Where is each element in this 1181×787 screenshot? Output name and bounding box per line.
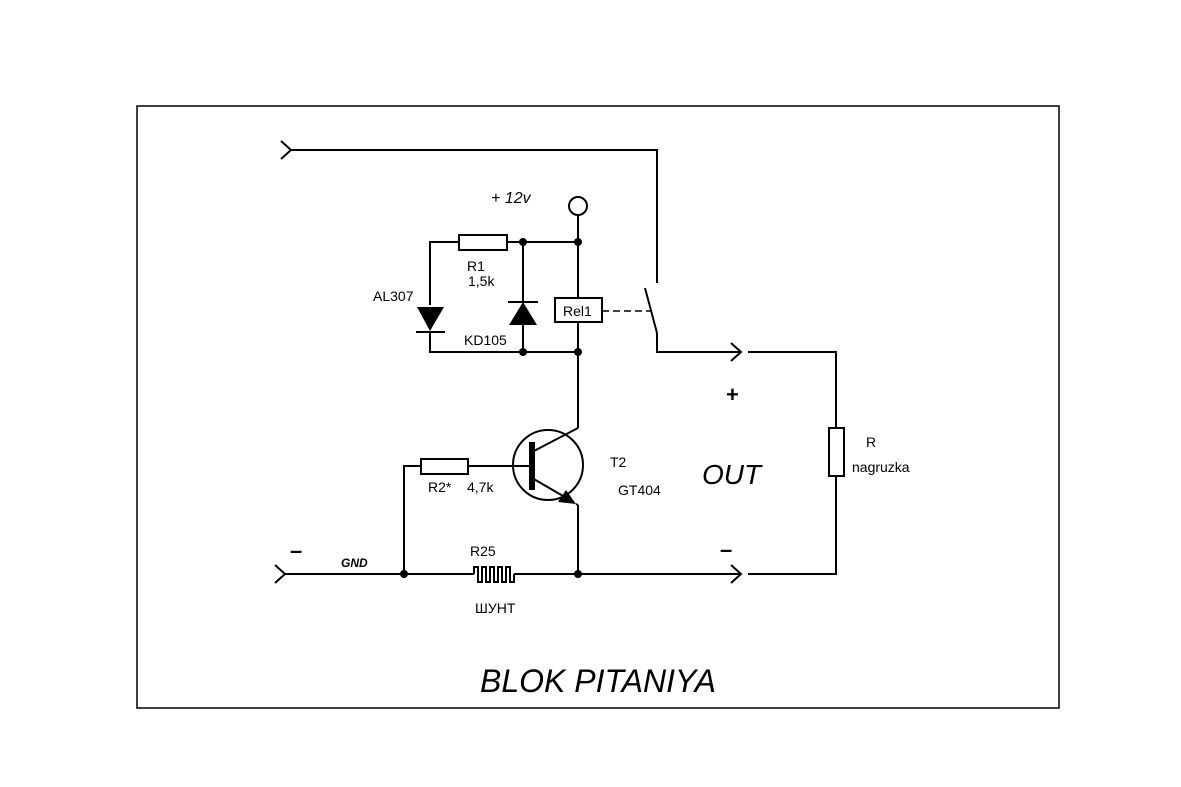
ground-line — [274, 564, 743, 584]
transistor-model: GT404 — [618, 482, 661, 498]
r2-resistor — [420, 458, 469, 475]
load-resistor — [748, 351, 845, 575]
transistor-name: T2 — [610, 454, 627, 470]
relay-name: Rel1 — [563, 303, 592, 319]
frame-border — [136, 105, 1060, 709]
top-input-wire — [280, 140, 658, 283]
relay-switch — [644, 287, 743, 362]
transistor-t2 — [512, 427, 584, 574]
r25-name: R25 — [470, 543, 496, 559]
r2-name: R2* — [428, 479, 452, 495]
diagram-title: BLOK PITANIYA — [480, 663, 716, 699]
gnd-label: GND — [341, 556, 368, 570]
supply-terminal — [568, 196, 588, 298]
out-label: OUT — [702, 459, 763, 490]
led-name: AL307 — [373, 288, 414, 304]
r25-value: ШУНТ — [475, 600, 516, 616]
plus-out-sign: + — [726, 382, 739, 407]
minus-out-sign: – — [720, 537, 732, 562]
load-name: R — [866, 434, 876, 450]
led-diode — [416, 307, 578, 353]
kd105-diode — [508, 242, 582, 356]
minus-in-sign: – — [290, 538, 302, 563]
r2-value: 4,7k — [467, 479, 494, 495]
r2-branch — [403, 458, 532, 574]
load-value: nagruzka — [852, 459, 910, 475]
supply-label: + 12v — [491, 190, 532, 207]
r1-name: R1 — [467, 258, 485, 274]
relay-coil — [554, 297, 651, 352]
r1-resistor — [458, 234, 508, 251]
r1-branch — [429, 234, 582, 305]
r1-value: 1,5k — [468, 273, 495, 289]
diode-name: KD105 — [464, 332, 507, 348]
